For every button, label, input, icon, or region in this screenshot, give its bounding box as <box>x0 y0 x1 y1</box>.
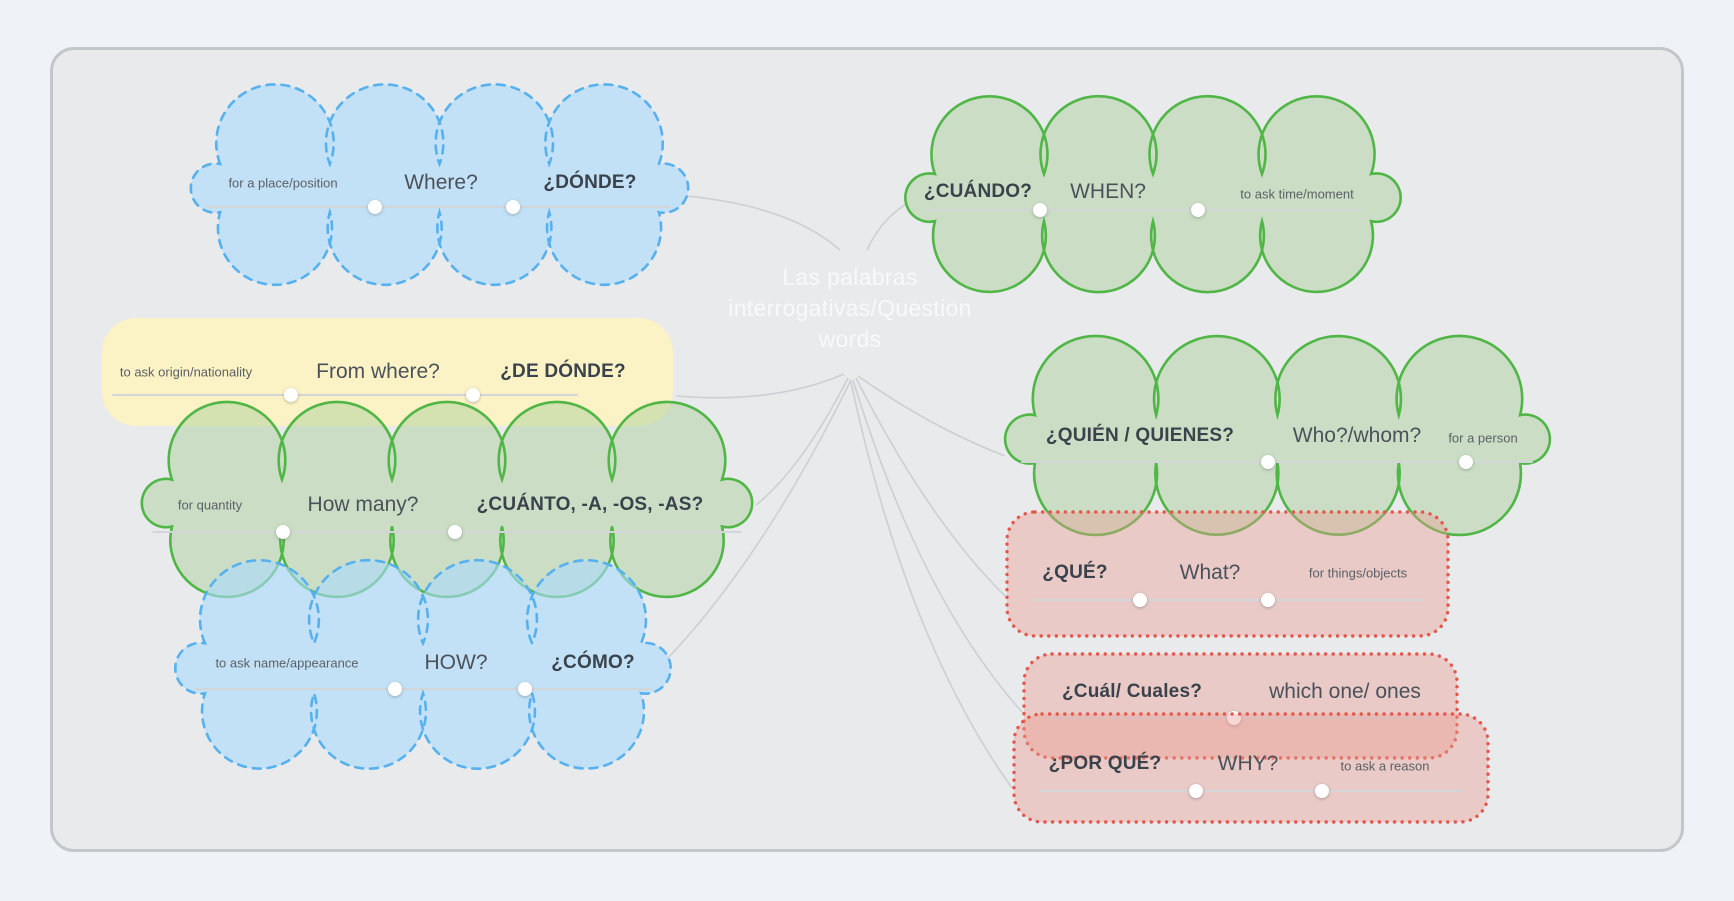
node-como[interactable]: to ask name/appearance HOW? ¿CÓMO? <box>174 556 672 774</box>
dotted-box-shape <box>1012 712 1490 824</box>
english-label: From where? <box>316 360 440 383</box>
spanish-label: ¿DÓNDE? <box>543 172 637 193</box>
cloud-shape <box>904 94 1402 294</box>
drag-handle[interactable] <box>368 200 382 214</box>
node-cuando[interactable]: ¿CUÁNDO? WHEN? to ask time/moment <box>904 92 1402 297</box>
spanish-label: ¿DE DÓNDE? <box>500 361 626 382</box>
drag-handle[interactable] <box>448 525 462 539</box>
english-label: What? <box>1179 561 1241 584</box>
spanish-label: ¿CUÁNTO, -A, -OS, -AS? <box>476 494 704 515</box>
hint-label: for quantity <box>177 497 243 513</box>
drag-handle[interactable] <box>1033 203 1047 217</box>
central-topic[interactable]: Las palabras interrogativas/Question wor… <box>728 264 972 352</box>
english-label: HOW? <box>424 651 488 674</box>
drag-handle[interactable] <box>1191 203 1205 217</box>
drag-handle[interactable] <box>1459 455 1473 469</box>
node-de-donde[interactable]: to ask origin/nationality From where? ¿D… <box>100 316 675 428</box>
spanish-label: ¿CUÁNDO? <box>923 181 1033 202</box>
spanish-label: ¿CÓMO? <box>551 652 635 673</box>
drag-handle[interactable] <box>276 525 290 539</box>
node-baseline <box>112 394 578 396</box>
spanish-label: ¿Cuál/ Cuales? <box>1061 681 1203 702</box>
cloud-shape <box>189 83 690 287</box>
hint-label: for a place/position <box>228 175 338 191</box>
hint-label: to ask name/appearance <box>215 655 359 671</box>
english-label: How many? <box>307 493 419 516</box>
node-baseline <box>194 688 652 690</box>
hint-label: for a person <box>1448 430 1518 446</box>
drag-handle[interactable] <box>1133 593 1147 607</box>
hint-label: for things/objects <box>1308 565 1408 581</box>
drag-handle[interactable] <box>518 682 532 696</box>
node-cual[interactable]: ¿Cuál/ Cuales? which one/ ones <box>1022 652 1459 760</box>
drag-handle[interactable] <box>1261 455 1275 469</box>
drag-handle[interactable] <box>466 388 480 402</box>
spanish-label: ¿QUÉ? <box>1042 562 1108 583</box>
rounded-box-shape <box>102 318 673 426</box>
node-baseline <box>152 531 742 533</box>
english-label: WHY? <box>1217 752 1279 775</box>
node-baseline <box>924 209 1363 211</box>
node-donde[interactable]: for a place/position Where? ¿DÓNDE? <box>189 80 690 290</box>
drag-handle[interactable] <box>1189 784 1203 798</box>
drag-handle[interactable] <box>284 388 298 402</box>
english-label: which one/ ones <box>1269 680 1421 703</box>
hint-label: to ask origin/nationality <box>119 364 253 380</box>
node-baseline <box>1033 599 1423 601</box>
english-label: Who?/whom? <box>1292 424 1422 447</box>
node-por-que[interactable]: ¿POR QUÉ? WHY? to ask a reason <box>1012 712 1490 824</box>
drag-handle[interactable] <box>1315 784 1329 798</box>
drag-handle[interactable] <box>388 682 402 696</box>
spanish-label: ¿POR QUÉ? <box>1048 753 1162 774</box>
cloud-shape <box>174 558 672 770</box>
node-que[interactable]: ¿QUÉ? What? for things/objects <box>1005 510 1450 638</box>
dotted-box-shape <box>1022 652 1459 760</box>
node-quien[interactable]: ¿QUIÉN / QUIENES? Who?/whom? for a perso… <box>1003 332 1552 540</box>
node-baseline <box>207 206 671 208</box>
english-label: Where? <box>404 171 478 194</box>
node-baseline <box>1038 790 1462 792</box>
dotted-box-shape <box>1005 510 1450 638</box>
drag-handle[interactable] <box>1261 593 1275 607</box>
spanish-label: ¿QUIÉN / QUIENES? <box>1045 425 1235 446</box>
hint-label: to ask a reason <box>1340 758 1430 774</box>
english-label: WHEN? <box>1070 180 1146 203</box>
node-cuanto[interactable]: for quantity How many? ¿CUÁNTO, -A, -OS,… <box>138 398 756 602</box>
node-baseline <box>1021 461 1533 463</box>
drag-handle[interactable] <box>506 200 520 214</box>
hint-label: to ask time/moment <box>1240 186 1354 202</box>
